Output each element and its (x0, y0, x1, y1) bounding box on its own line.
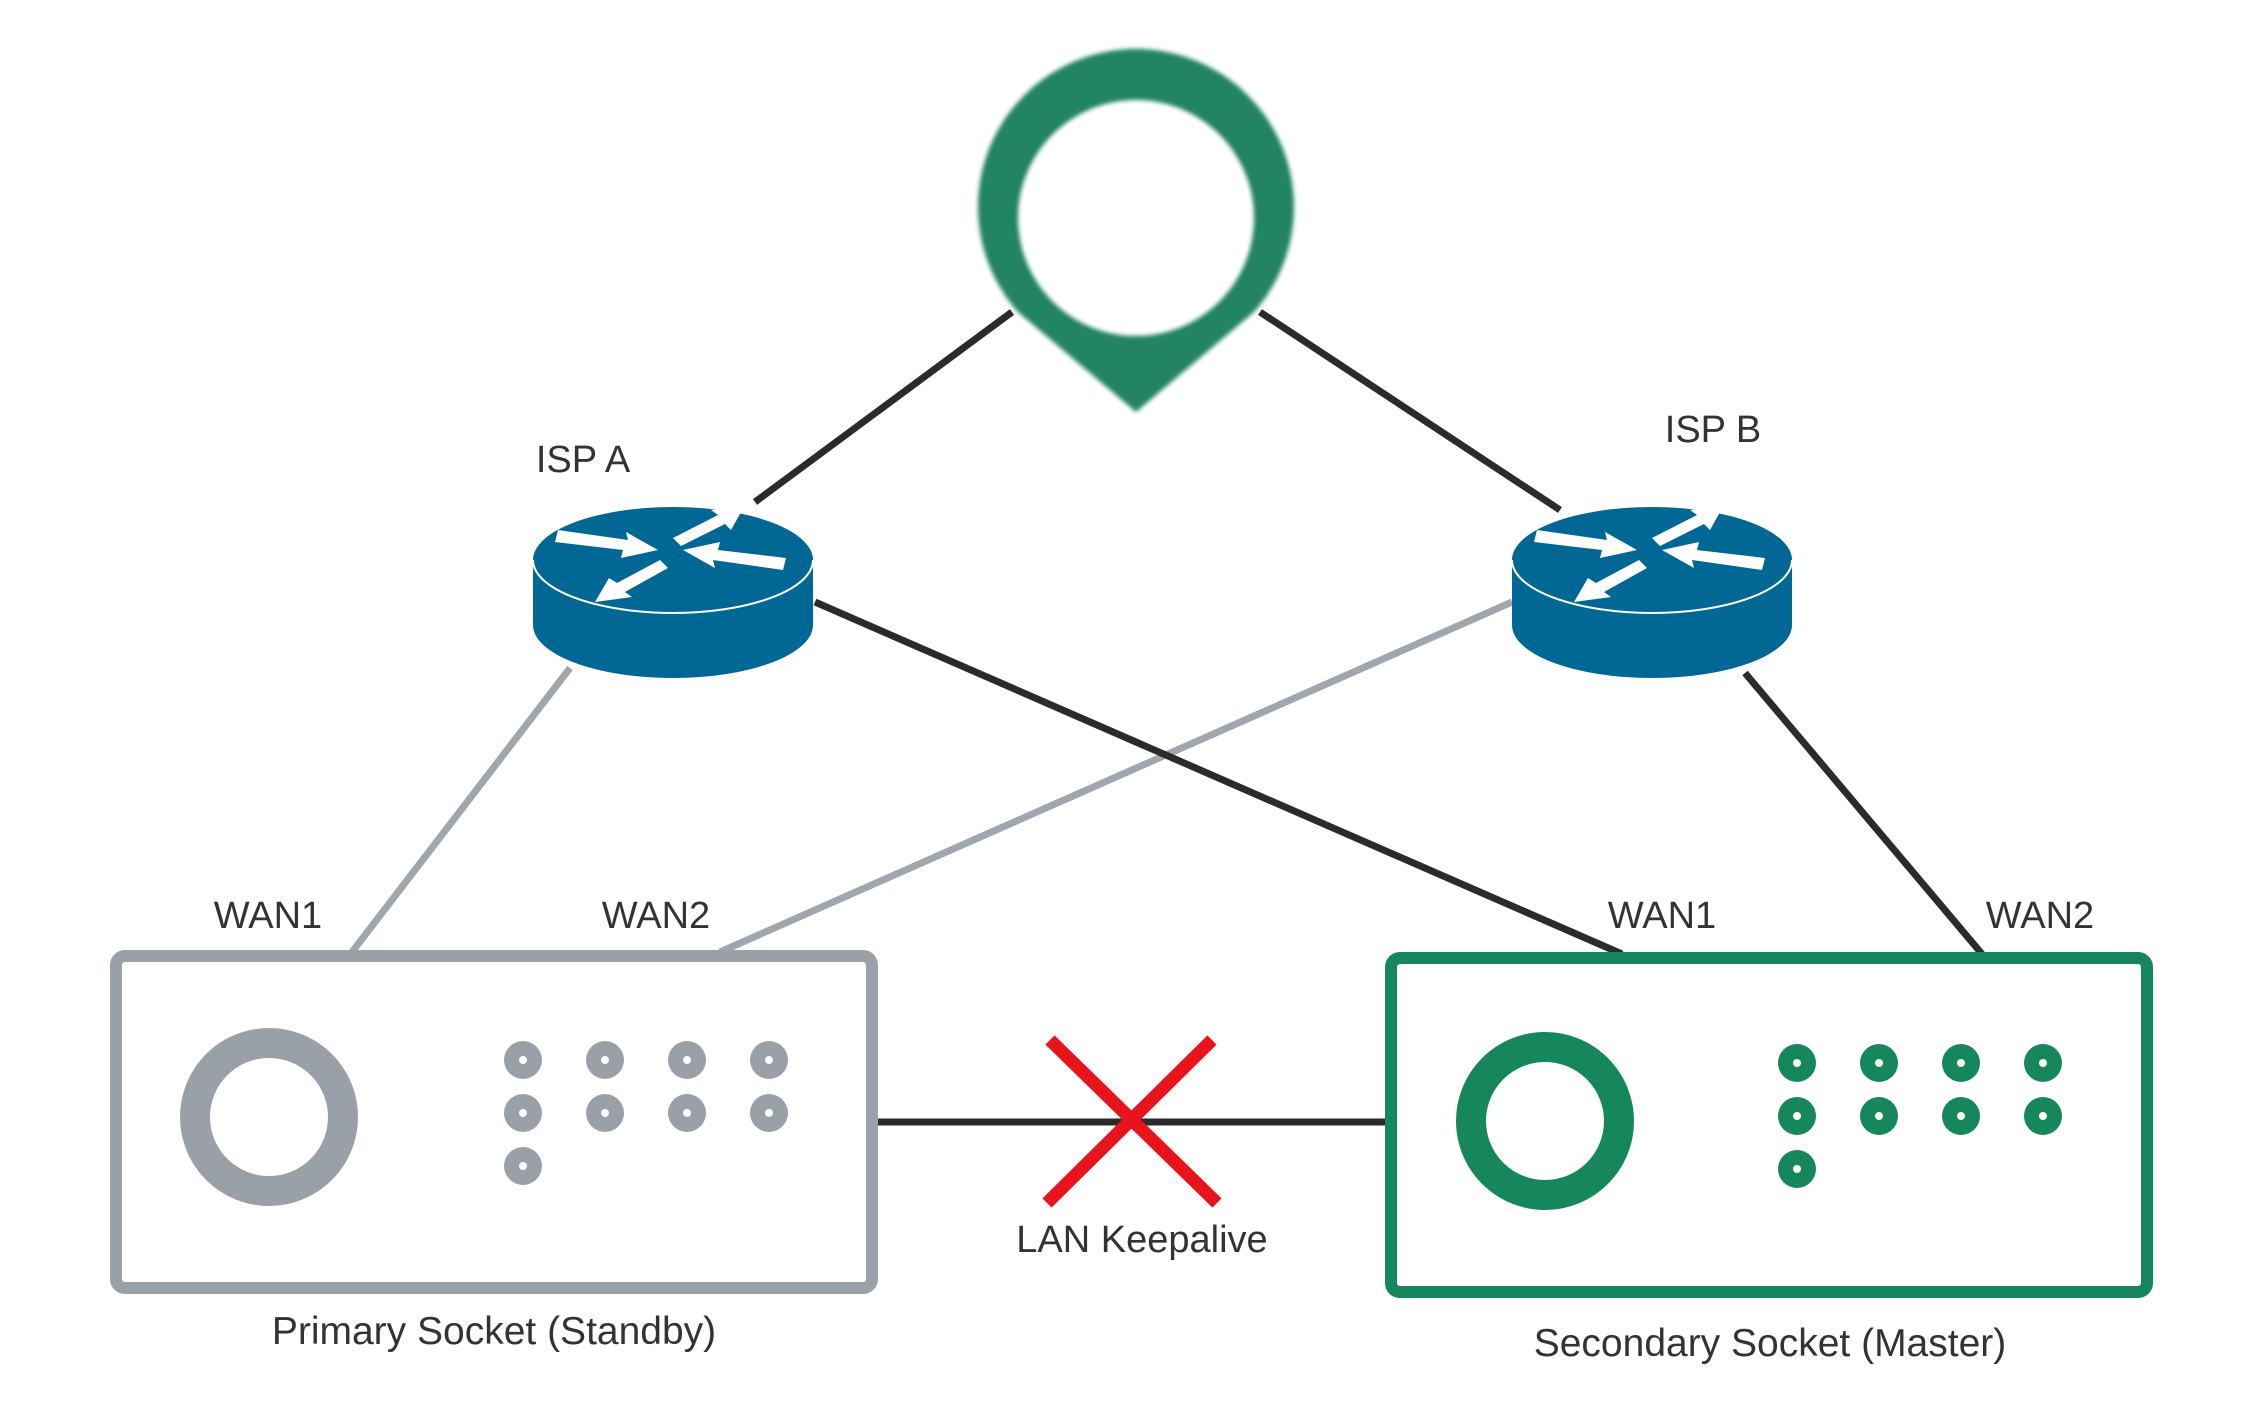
primary-power-ring-icon (180, 1028, 358, 1206)
secondary-port-dots (1778, 1044, 2062, 1188)
port-dot-icon (668, 1094, 706, 1132)
port-dot-icon (1778, 1150, 1816, 1188)
link-isp-a-primary-wan1 (349, 665, 573, 955)
secondary-socket-device (1385, 952, 2153, 1298)
port-dot-icon (1942, 1097, 1980, 1135)
primary-socket-device (110, 950, 878, 1294)
port-dot-icon (504, 1147, 542, 1185)
port-dot-icon (750, 1094, 788, 1132)
port-dot-icon (1860, 1097, 1898, 1135)
port-dot-icon (1778, 1044, 1816, 1082)
port-dot-icon (586, 1094, 624, 1132)
port-dot-icon (1778, 1097, 1816, 1135)
secondary-power-ring-icon (1456, 1032, 1634, 1210)
link-pin-isp-a (752, 309, 1015, 505)
router-isp-b (1511, 505, 1793, 678)
port-dot-icon (2024, 1044, 2062, 1082)
link-isp-b-secondary-wan2 (1742, 670, 1985, 957)
isp-a-label: ISP A (536, 439, 631, 481)
port-dot-icon (504, 1094, 542, 1132)
port-dot-icon (668, 1041, 706, 1079)
link-isp-b-primary-wan2 (718, 598, 1514, 956)
router-isp-a (532, 505, 814, 678)
x-mark-icon (1042, 1035, 1222, 1208)
router-icon (1511, 505, 1793, 678)
port-dot-icon (2024, 1097, 2062, 1135)
secondary-wan2-label: WAN2 (1986, 895, 2094, 937)
primary-wan2-label: WAN2 (602, 895, 710, 937)
primary-wan1-label: WAN1 (214, 895, 322, 937)
port-dot-icon (750, 1041, 788, 1079)
secondary-wan1-label: WAN1 (1608, 895, 1716, 937)
isp-b-label: ISP B (1665, 409, 1761, 451)
router-icon (532, 505, 814, 678)
location-pin-icon (978, 48, 1295, 413)
port-dot-icon (504, 1041, 542, 1079)
secondary-socket-caption: Secondary Socket (Master) (1534, 1322, 2007, 1365)
primary-port-dots (504, 1041, 788, 1185)
lan-keepalive-label: LAN Keepalive (1016, 1219, 1267, 1261)
port-dot-icon (586, 1041, 624, 1079)
port-dot-icon (1942, 1044, 1980, 1082)
link-isp-a-secondary-wan1 (813, 598, 1624, 958)
link-pin-isp-b (1258, 309, 1562, 513)
primary-socket-caption: Primary Socket (Standby) (272, 1310, 716, 1353)
port-dot-icon (1860, 1044, 1898, 1082)
